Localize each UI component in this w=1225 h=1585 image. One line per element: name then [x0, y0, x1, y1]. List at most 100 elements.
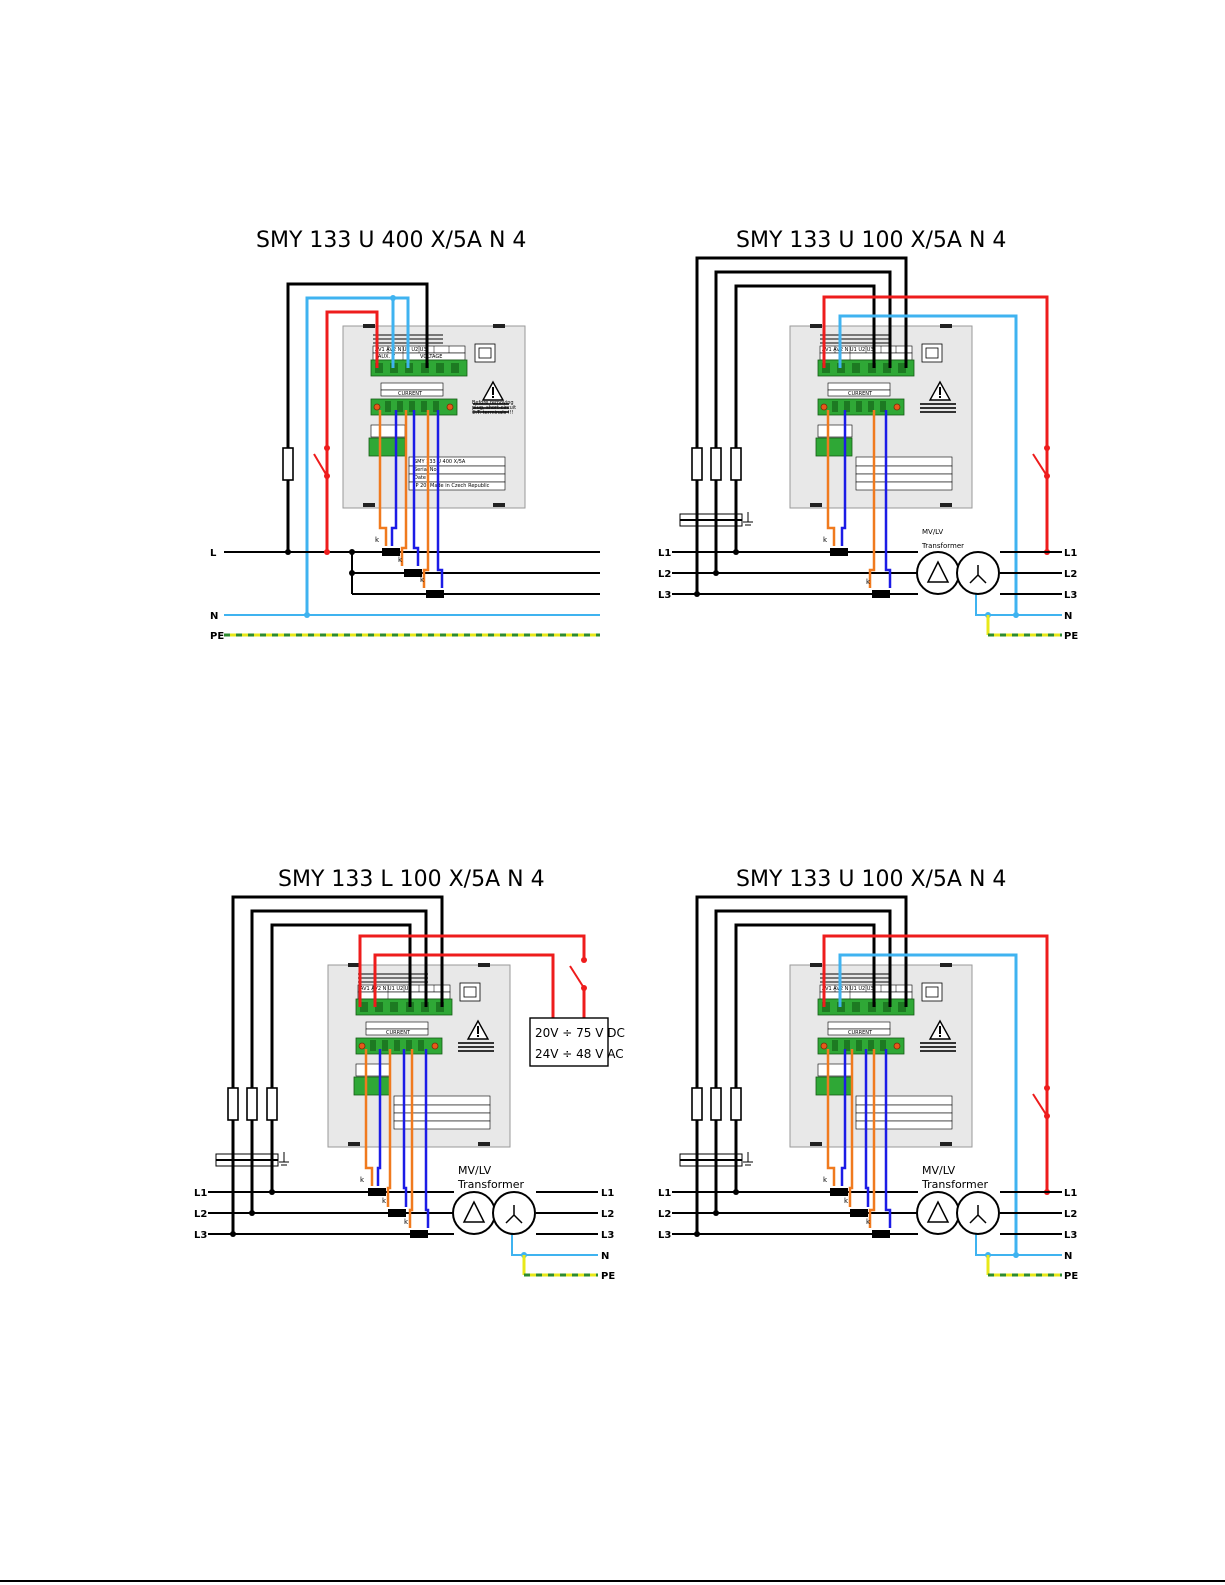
line-label: L1 [658, 548, 671, 559]
supply-box [529, 1017, 609, 1067]
nameplate-model: SMY 133 U 400 X/5A [414, 459, 466, 465]
line-label: L2 [658, 569, 671, 580]
supply-ac: 24V ÷ 48 V AC [535, 1047, 624, 1061]
line-label: L1 [601, 1188, 614, 1199]
ct-mark-k: k [866, 578, 871, 586]
fuse-icon [282, 447, 294, 481]
diagram-title: SMY 133 U 100 X/5A N 4 [736, 867, 1007, 892]
line-label-pe: PE [210, 631, 224, 642]
line-label: L3 [1064, 590, 1077, 601]
nameplate-ip: IP 20 [414, 483, 426, 489]
nameplate-origin: Made in Czech Republic [430, 483, 490, 489]
fuse-icon [730, 1087, 742, 1121]
aux-v-label: AUX. V [378, 354, 396, 360]
ct-mark-k: k [823, 536, 828, 544]
line-label: L2 [194, 1209, 207, 1220]
transformer-label: Transformer [921, 542, 964, 550]
ct-mark-k: k [360, 1176, 365, 1184]
warning-text: plug, short-circuit [472, 405, 516, 411]
fuse-icon [730, 447, 742, 481]
meter-face [789, 962, 973, 1148]
current-label: CURRENT [848, 391, 873, 397]
diagram-title: SMY 133 U 400 X/5A N 4 [256, 228, 527, 253]
current-label: CURRENT [386, 1030, 411, 1036]
switch-icon [313, 453, 328, 477]
ct-mark-k: k [420, 576, 425, 584]
line-label: N [1064, 611, 1072, 622]
current-label: CURRENT [398, 391, 423, 397]
line-label: N [601, 1251, 609, 1262]
line-label: PE [1064, 1271, 1078, 1282]
diagram-title: SMY 133 L 100 X/5A N 4 [278, 867, 545, 892]
ct-mark-k: k [823, 1176, 828, 1184]
ground-icon [279, 1152, 289, 1166]
line-label: L2 [658, 1209, 671, 1220]
ct-mark-k: k [382, 1197, 387, 1205]
transformer-label: MV/LV [458, 1164, 492, 1177]
line-label: L1 [1064, 1188, 1077, 1199]
voltage-label: VOLTAGE [420, 354, 442, 360]
line-label: L2 [1064, 1209, 1077, 1220]
terminal-labels: AV1 AV2 N U1 U2 U3 [822, 986, 874, 992]
transformer-delta-icon [916, 1191, 960, 1235]
switch-icon [1032, 453, 1048, 477]
current-label: CURRENT [848, 1030, 873, 1036]
nameplate-date: Date : [414, 475, 430, 481]
meter-face [327, 962, 511, 1148]
warning-text: C.T. terminals !!! [472, 410, 514, 416]
line-label: L3 [658, 1230, 671, 1241]
warning-text: Before removing [472, 400, 514, 406]
line-label: L1 [194, 1188, 207, 1199]
fuse-icon [691, 1087, 703, 1121]
switch-icon [1032, 1093, 1048, 1117]
fuse-icon [710, 447, 722, 481]
ct-mark-k: k [844, 1197, 849, 1205]
line-label: N [1064, 1251, 1072, 1262]
terminal-labels: AV1 AV2 N U1 U2 U3 [360, 986, 412, 992]
ground-icon [743, 1152, 753, 1166]
line-label: L1 [658, 1188, 671, 1199]
diagram-title: SMY 133 U 100 X/5A N 4 [736, 228, 1007, 253]
transformer-label: MV/LV [922, 528, 943, 536]
line-label-l: L [210, 548, 217, 559]
transformer-label: Transformer [921, 1178, 988, 1191]
transformer-star-icon [956, 1191, 1000, 1235]
transformer-label: MV/LV [922, 1164, 956, 1177]
fuse-icon [246, 1087, 258, 1121]
line-label: L3 [1064, 1230, 1077, 1241]
supply-dc: 20V ÷ 75 V DC [535, 1026, 625, 1040]
terminal-labels: AV1 AV2 N U1 U2 U3 [822, 347, 874, 353]
meter-face [342, 323, 526, 509]
transformer-label: Transformer [457, 1178, 524, 1191]
ct-mark-k: k [398, 556, 403, 564]
ct-mark-k: k [375, 536, 380, 544]
switch-icon [569, 965, 585, 989]
line-label: L2 [1064, 569, 1077, 580]
line-label: L3 [601, 1230, 614, 1241]
fuse-icon [691, 447, 703, 481]
line-label: L1 [1064, 548, 1077, 559]
line-label: PE [1064, 631, 1078, 642]
line-label: L2 [601, 1209, 614, 1220]
diagram-4: AV1 AV2 N U1 U2 U3 CURRENT [658, 895, 1078, 1282]
fuse-icon [227, 1087, 239, 1121]
transformer-delta-icon [452, 1191, 496, 1235]
ground-icon [743, 512, 753, 526]
fuse-icon [266, 1087, 278, 1121]
line-label: L3 [658, 590, 671, 601]
transformer-delta-icon [916, 551, 960, 595]
ct-mark-k: k [866, 1218, 871, 1226]
line-label: L3 [194, 1230, 207, 1241]
terminal-labels: AV1 AV2 N U1 U2 U3 [375, 347, 427, 353]
transformer-star-icon [492, 1191, 536, 1235]
transformer-star-icon [956, 551, 1000, 595]
line-label-n: N [210, 611, 218, 622]
ct-mark-k: k [404, 1218, 409, 1226]
page-rule [0, 1580, 1225, 1582]
diagram-2: AV1 AV2 N U1 U2 U3 CURRENT [658, 256, 1078, 642]
fuse-icon [710, 1087, 722, 1121]
meter-face [789, 323, 973, 509]
diagram-3: AV1 AV2 N U1 U2 U3 CURRENT 20V ÷ 75 V DC… [194, 895, 625, 1282]
diagram-1: AV1 AV2 N U1 U2 U3 AUX. V VOLTAGE CURREN… [210, 282, 600, 642]
